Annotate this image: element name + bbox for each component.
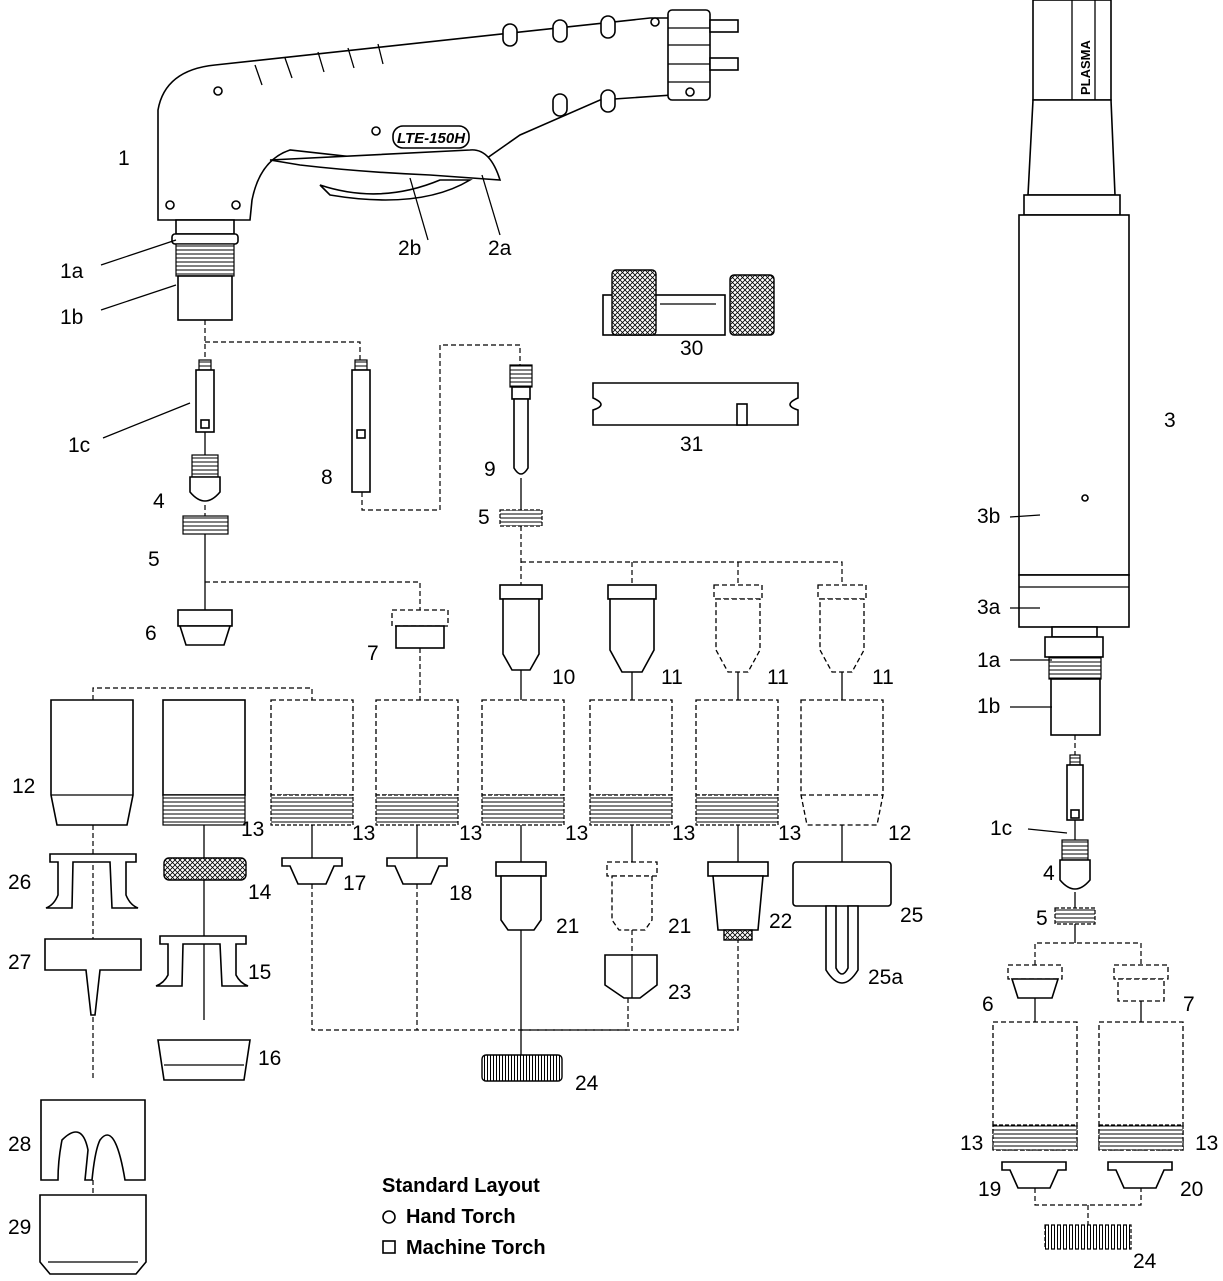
label-r24: 24 bbox=[1133, 1250, 1157, 1273]
hand-torch-body: LTE-150H bbox=[157, 9, 739, 321]
label-25: 25 bbox=[900, 904, 923, 927]
label-r6: 6 bbox=[982, 993, 994, 1016]
label-10: 10 bbox=[552, 666, 575, 689]
label-26: 26 bbox=[8, 871, 31, 894]
label-13f: 13 bbox=[778, 822, 801, 845]
legend: Standard Layout Hand Torch Machine Torch bbox=[382, 1175, 546, 1259]
brand-text: LTE-150H bbox=[397, 130, 466, 147]
label-22: 22 bbox=[769, 910, 792, 933]
label-12a: 12 bbox=[12, 775, 35, 798]
label-8: 8 bbox=[321, 466, 333, 489]
nozzle-row bbox=[499, 584, 867, 700]
part-labels: 1 1a 1b 1c 2a 2b 4 5 6 7 8 9 5 10 11 11 … bbox=[8, 147, 1218, 1273]
label-16: 16 bbox=[258, 1047, 281, 1070]
label-13d: 13 bbox=[565, 822, 588, 845]
label-2b: 2b bbox=[398, 237, 421, 260]
electrode-and-tips-column bbox=[92, 320, 449, 700]
label-21a: 21 bbox=[556, 915, 579, 938]
label-3b: 3b bbox=[977, 505, 1000, 528]
tools bbox=[592, 269, 799, 426]
label-r1b: 1b bbox=[977, 695, 1000, 718]
label-r7: 7 bbox=[1183, 993, 1195, 1016]
label-r5: 5 bbox=[1036, 907, 1048, 930]
label-5b: 5 bbox=[478, 506, 490, 529]
label-r13a: 13 bbox=[960, 1132, 983, 1155]
machine-torch-body: PLASMA bbox=[992, 0, 1184, 1250]
label-4: 4 bbox=[153, 490, 165, 513]
label-17: 17 bbox=[343, 872, 366, 895]
label-30: 30 bbox=[680, 337, 703, 360]
label-15: 15 bbox=[248, 961, 271, 984]
label-18: 18 bbox=[449, 882, 472, 905]
label-13c: 13 bbox=[459, 822, 482, 845]
label-24: 24 bbox=[575, 1072, 599, 1095]
leader-lines bbox=[100, 174, 1068, 834]
label-2a: 2a bbox=[488, 237, 512, 260]
label-7: 7 bbox=[367, 642, 379, 665]
label-27: 27 bbox=[8, 951, 31, 974]
label-31: 31 bbox=[680, 433, 703, 456]
label-14: 14 bbox=[248, 881, 272, 904]
label-r20: 20 bbox=[1180, 1178, 1203, 1201]
label-3: 3 bbox=[1164, 409, 1176, 432]
label-5: 5 bbox=[148, 548, 160, 571]
label-13e: 13 bbox=[672, 822, 695, 845]
label-1c: 1c bbox=[68, 434, 90, 457]
label-11b: 11 bbox=[767, 666, 789, 689]
label-12b: 12 bbox=[888, 822, 911, 845]
electrode-8-and-9 bbox=[351, 344, 843, 585]
legend-title: Standard Layout bbox=[382, 1175, 540, 1197]
label-21b: 21 bbox=[668, 915, 691, 938]
label-r13b: 13 bbox=[1195, 1132, 1218, 1155]
screw-icons bbox=[165, 17, 695, 210]
legend-hand-torch: Hand Torch bbox=[406, 1206, 516, 1228]
label-3a: 3a bbox=[977, 596, 1001, 619]
hand-torch-circle-icon bbox=[382, 1210, 396, 1224]
label-1b: 1b bbox=[60, 306, 83, 329]
machine-torch-square-icon bbox=[382, 1240, 396, 1254]
label-13a: 13 bbox=[241, 818, 264, 841]
label-23: 23 bbox=[668, 981, 691, 1004]
label-r4: 4 bbox=[1043, 862, 1055, 885]
label-r1a: 1a bbox=[977, 649, 1001, 672]
label-11a: 11 bbox=[661, 666, 683, 689]
shield-cup-row bbox=[50, 699, 884, 826]
label-r1c: 1c bbox=[990, 817, 1012, 840]
label-11c: 11 bbox=[872, 666, 894, 689]
cable-text: PLASMA bbox=[1078, 40, 1093, 96]
label-29: 29 bbox=[8, 1216, 31, 1239]
label-6: 6 bbox=[145, 622, 157, 645]
label-1: 1 bbox=[118, 147, 130, 170]
legend-machine-torch: Machine Torch bbox=[406, 1237, 546, 1259]
deflectors-row bbox=[39, 825, 892, 1275]
label-9: 9 bbox=[484, 458, 496, 481]
label-13b: 13 bbox=[352, 822, 375, 845]
label-25a: 25a bbox=[868, 966, 903, 989]
label-28: 28 bbox=[8, 1133, 31, 1156]
label-r19: 19 bbox=[978, 1178, 1001, 1201]
label-1a: 1a bbox=[60, 260, 84, 283]
